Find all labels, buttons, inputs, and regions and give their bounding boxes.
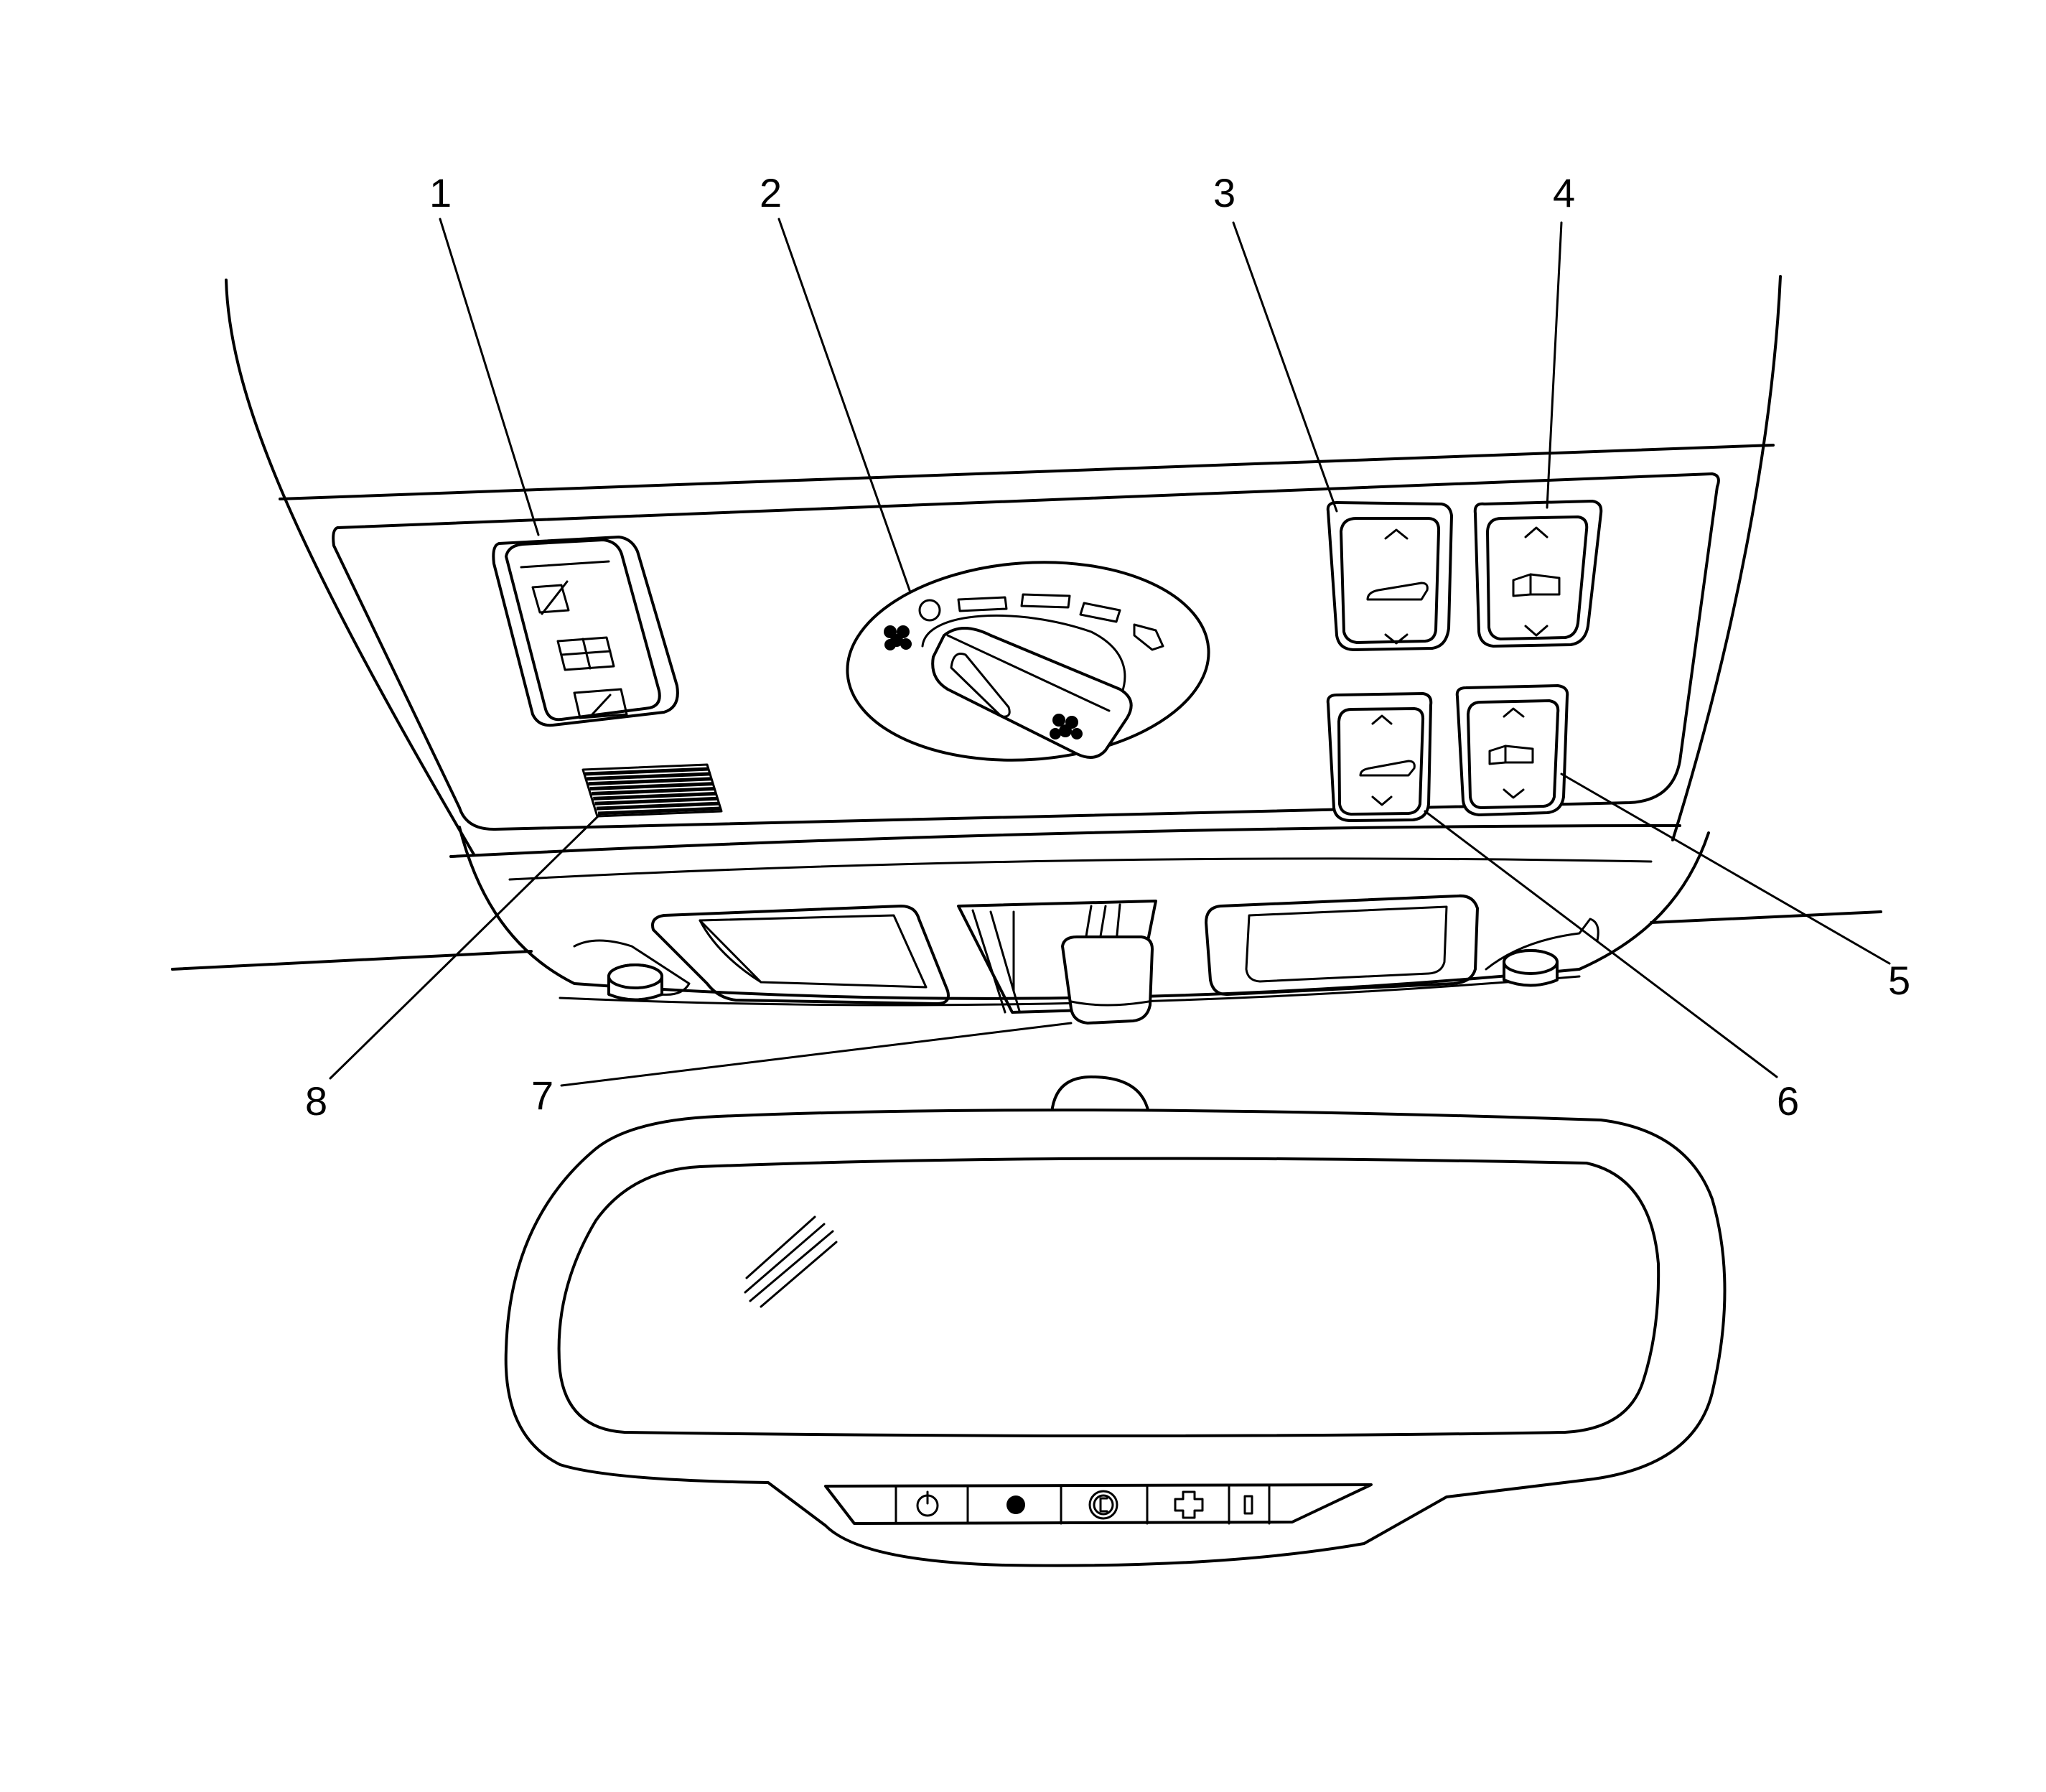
callout-7: 7 <box>531 1073 553 1118</box>
callout-5: 5 <box>1888 958 1910 1003</box>
dot-icon[interactable] <box>1006 1495 1025 1514</box>
grille-slat <box>587 772 711 781</box>
grille-slat <box>591 787 716 795</box>
sunroof-switch[interactable] <box>492 536 679 727</box>
sunshade-left-lower-icon <box>1359 760 1416 777</box>
indicator-icon <box>1243 1495 1253 1515</box>
grille-slat <box>593 791 717 801</box>
overhead-console <box>332 472 1720 1007</box>
sunroof-tilt-icon <box>531 580 570 615</box>
sunroof-express-icon <box>556 636 615 671</box>
left-sunshade-switch-lower[interactable] <box>1326 692 1433 822</box>
grille-slat <box>597 806 721 816</box>
rear-blower-control-knob[interactable] <box>841 551 1215 772</box>
grille-slat <box>594 796 719 806</box>
right-sunshade-switch-lower[interactable] <box>1455 684 1569 816</box>
headliner <box>171 275 1882 971</box>
grille-slat <box>588 777 713 786</box>
right-mounting-knob <box>1485 918 1599 987</box>
callout-8: 8 <box>305 1078 327 1124</box>
sunshade-right-upper-icon <box>1512 573 1561 597</box>
reading-lamp-right[interactable] <box>1205 894 1479 997</box>
emergency-plus-icon[interactable] <box>1174 1490 1204 1519</box>
leader-lines <box>329 218 1891 1087</box>
left-sunshade-switch-upper[interactable] <box>1326 501 1453 651</box>
grille-slat <box>584 767 710 776</box>
callout-2: 2 <box>760 170 782 215</box>
power-icon[interactable] <box>916 1490 939 1517</box>
fan-low-icon <box>884 625 912 650</box>
left-mounting-knob <box>573 939 691 1002</box>
callout-1: 1 <box>429 170 452 215</box>
grille-slats <box>584 767 721 816</box>
rear-speaker-grille <box>581 763 723 818</box>
sunshade-right-lower-icon <box>1488 745 1534 765</box>
console-release-tab[interactable] <box>1061 935 1154 1025</box>
onstar-icon[interactable] <box>1088 1490 1118 1520</box>
callout-4: 4 <box>1553 170 1575 215</box>
sunshade-left-upper-icon <box>1366 582 1429 601</box>
right-sunshade-switch-upper[interactable] <box>1473 500 1603 648</box>
grille-slat <box>589 782 714 791</box>
sunroof-close-icon <box>573 688 628 719</box>
rearview-mirror <box>504 1075 1727 1567</box>
reading-lamp-left[interactable] <box>651 905 950 1005</box>
glass-reflection-hatch <box>744 1215 838 1308</box>
callout-6: 6 <box>1777 1078 1799 1124</box>
callout-3: 3 <box>1213 170 1235 215</box>
grille-slat <box>596 801 720 811</box>
fan-high-icon <box>1050 714 1083 739</box>
